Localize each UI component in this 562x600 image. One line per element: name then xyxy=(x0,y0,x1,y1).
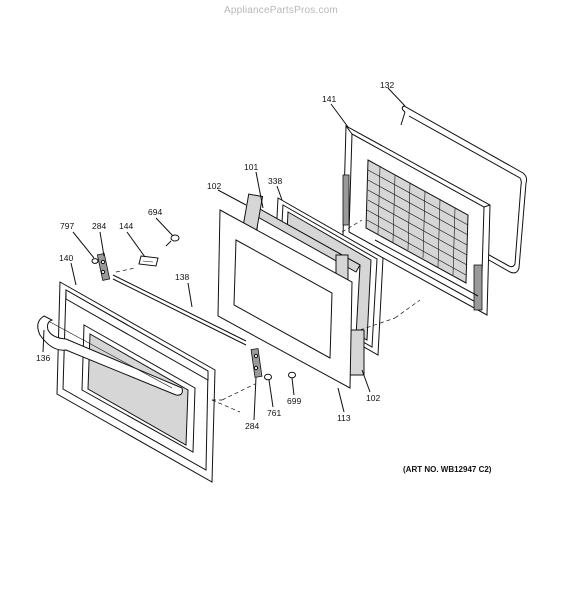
art-number: (ART NO. WB12947 C2) xyxy=(403,465,492,474)
screw-797 xyxy=(91,258,99,264)
label-284-top: 284 xyxy=(92,221,106,231)
door-handle-136 xyxy=(37,315,183,396)
label-102-top: 102 xyxy=(207,181,221,191)
label-338: 338 xyxy=(268,176,282,186)
label-699: 699 xyxy=(287,396,301,406)
label-102-bottom: 102 xyxy=(366,393,380,403)
door-panel-113 xyxy=(217,209,353,389)
leader-lines xyxy=(42,87,406,421)
screw-699 xyxy=(288,371,296,379)
label-132: 132 xyxy=(380,80,394,90)
bracket-144 xyxy=(138,255,159,267)
label-138: 138 xyxy=(175,272,189,282)
label-136: 136 xyxy=(36,353,50,363)
top-trim-138 xyxy=(112,274,247,346)
outer-door-140 xyxy=(56,281,216,483)
hinge-284-bottom xyxy=(250,348,263,378)
inner-door-liner-141 xyxy=(342,125,491,316)
label-141: 141 xyxy=(322,94,336,104)
label-797: 797 xyxy=(60,221,74,231)
label-113: 113 xyxy=(337,413,351,423)
label-144: 144 xyxy=(119,221,133,231)
label-284-bottom: 284 xyxy=(245,421,259,431)
hinge-284-top xyxy=(96,252,111,281)
label-761: 761 xyxy=(267,408,281,418)
label-101: 101 xyxy=(244,162,258,172)
label-140: 140 xyxy=(59,253,73,263)
watermark: AppliancePartsPros.com xyxy=(224,5,338,16)
assembly-lines xyxy=(115,219,421,413)
label-694: 694 xyxy=(148,207,162,217)
screw-694 xyxy=(165,234,180,247)
screw-761 xyxy=(264,373,272,381)
door-gasket-132 xyxy=(400,105,528,274)
